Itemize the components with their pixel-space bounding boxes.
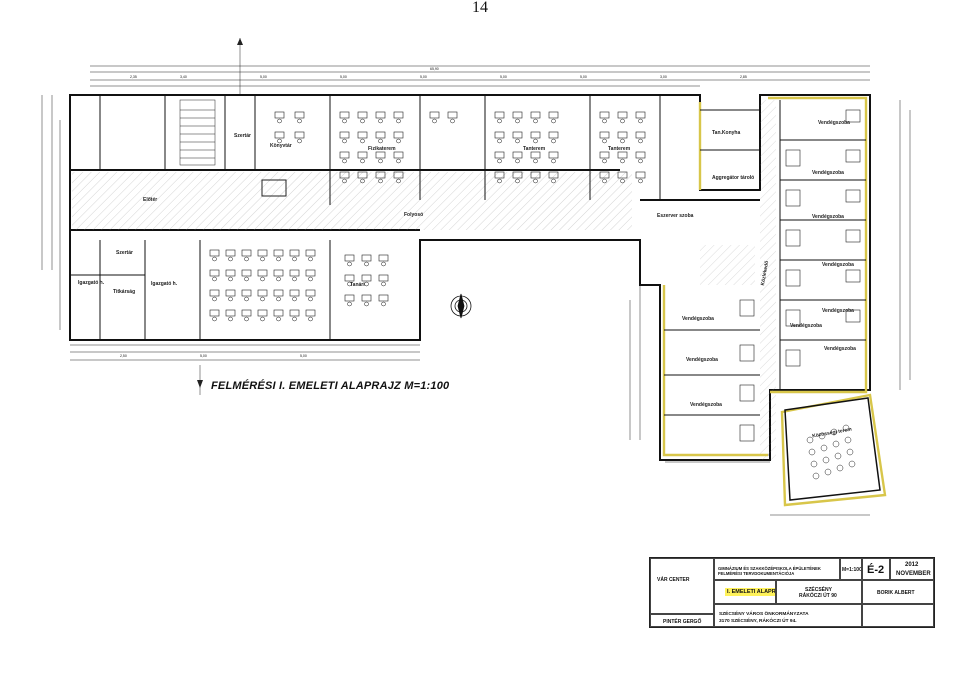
svg-text:2,85: 2,85 [740,75,747,79]
content-cell: I. EMELETI ALAPRAJZ [714,580,776,604]
project-name: GIMNÁZIUM ÉS SZAKKÖZÉPISKOLA ÉPÜLETÉNEK … [718,566,821,576]
room-label-fizikaterem: Fizikaterem [368,146,396,152]
date-month: NOVEMBER [896,571,931,577]
svg-text:5,00: 5,00 [500,75,507,79]
room-label-eszerver: Eszerver szoba [657,213,694,219]
svg-text:5,00: 5,00 [580,75,587,79]
room-label-vendegszoba-1: Vendégszoba [818,120,850,126]
svg-text:5,00: 5,00 [340,75,347,79]
client-line-1: SZÉCSÉNY VÁROS ÖNKORMÁNYZATA [719,612,809,617]
client-cell: SZÉCSÉNY VÁROS ÖNKORMÁNYZATA 3170 SZÉCSÉ… [714,604,862,627]
page-number: 14 [472,0,488,16]
author-name: PINTÉR GERGŐ [663,619,702,625]
svg-text:5,00: 5,00 [200,354,207,358]
author-cell: PINTÉR GERGŐ [650,614,714,627]
room-label-szertar-2: Szertár [116,250,133,256]
room-label-konyvtar: Könyvtár [270,143,292,149]
title-block: VÁR CENTER GIMNÁZIUM ÉS SZAKKÖZÉPISKOLA … [649,557,935,628]
room-label-vendegszoba-8: Vendégszoba [686,357,718,363]
svg-text:3,00: 3,00 [660,75,667,79]
room-label-tanari: Tanári [350,282,365,288]
room-label-vendegszoba-5: Vendégszoba [822,308,854,314]
room-label-tanterem-1: Tanterem [523,146,546,152]
room-label-folyoso: Folyosó [404,212,424,218]
room-label-vendegszoba-3: Vendégszoba [812,214,844,220]
svg-text:2,50: 2,50 [120,354,127,358]
room-label-szertar: Szertár [234,133,251,139]
location-line-1: SZÉCSÉNY [805,587,832,593]
room-label-vendegszoba-2: Vendégszoba [812,170,844,176]
room-label-vendegszoba-10: Vendégszoba [790,323,822,329]
svg-text:5,00: 5,00 [420,75,427,79]
company-logo: VÁR CENTER [657,577,690,583]
project-cell: GIMNÁZIUM ÉS SZAKKÖZÉPISKOLA ÉPÜLETÉNEK … [714,558,840,580]
designer-cell: BORIK ALBERT [862,580,934,604]
room-label-titkarsag: Titkárság [113,289,136,295]
svg-text:5,00: 5,00 [260,75,267,79]
north-arrow [450,293,472,319]
room-label-vendegszoba-4: Vendégszoba [822,262,854,268]
room-label-igazgato-2: Igazgató h. [151,281,178,287]
room-label-igazgato: Igazgató h. [78,280,105,286]
room-label-aggregator: Aggregátor tároló [712,175,755,181]
svg-text:5,00: 5,00 [300,354,307,358]
content-label: I. EMELETI ALAPRAJZ [725,588,775,596]
client-line-2: 3170 SZÉCSÉNY, RÁKÓCZI ÚT 94. [719,619,797,624]
svg-text:2,35: 2,35 [130,75,137,79]
date-cell: 2012 NOVEMBER [890,558,934,580]
signature-cell [862,604,934,627]
scale-cell: M=1:100 [840,558,862,580]
room-label-tanterem-2: Tanterem [608,146,631,152]
scale-value: M=1:100 [842,567,862,573]
room-label-tanari-konyha: Tan.Konyha [712,130,741,136]
designer-name: BORIK ALBERT [877,590,915,596]
date-year: 2012 [905,562,919,568]
sheet-cell: É-2 [862,558,890,580]
location-line-2: RÁKÓCZI ÚT 90 [799,593,837,599]
company-cell: VÁR CENTER [650,558,714,614]
svg-text:65,90: 65,90 [430,67,439,71]
room-label-vendegszoba-7: Vendégszoba [682,316,714,322]
room-label-vendegszoba-9: Vendégszoba [690,402,722,408]
location-cell: SZÉCSÉNY RÁKÓCZI ÚT 90 [776,580,862,604]
sheet-number: É-2 [867,564,885,576]
room-label-vendegszoba-6: Vendégszoba [824,346,856,352]
plan-title: FELMÉRÉSI I. EMELETI ALAPRAJZ M=1:100 [211,380,450,392]
room-label-eloter: Előtér [143,197,158,203]
renovation-outline [662,96,887,507]
svg-text:3,40: 3,40 [180,75,187,79]
dimension-lines [41,38,911,516]
